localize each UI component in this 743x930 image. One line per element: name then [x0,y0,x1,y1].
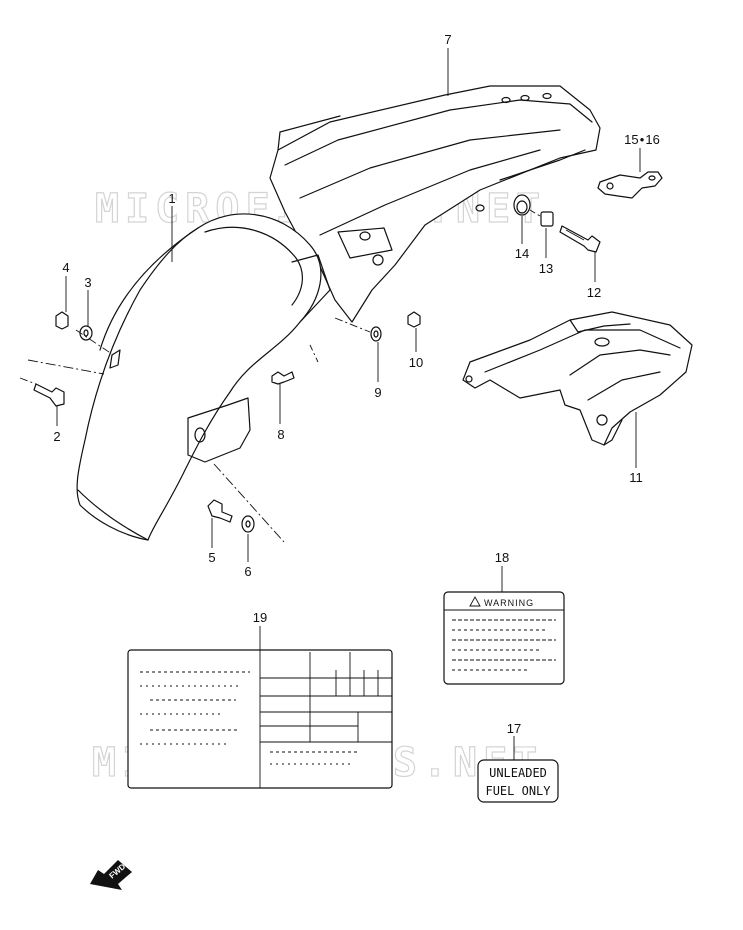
bracket-part [597,171,663,199]
callout-17: 18 [495,550,509,565]
fuel-label-line2: FUEL ONLY [485,784,551,798]
callout-15-16: 15 • 16 [624,132,660,147]
collar-part [540,211,554,227]
callout-7: 7 [444,32,451,47]
nut-10-part [407,311,421,328]
rear-carrier-part [462,311,693,446]
warning-label-title: WARNING [484,598,534,608]
bolt-5-part [207,499,233,523]
nut-4-part [55,311,69,330]
callout-2: 2 [53,429,60,444]
grommet-part [513,194,531,216]
washer-6-part [241,515,255,533]
callout-10: 10 [409,355,423,370]
spec-label-part [127,649,393,789]
leader-lines [19,48,641,760]
warning-label-part: WARNING [443,591,565,685]
forward-arrow-icon: FWD [90,860,132,890]
callout-19: 19 [253,610,267,625]
screw-8-part [271,371,295,385]
washer-9-part [370,326,382,342]
callout-8: 8 [277,427,284,442]
callout-14: 14 [515,246,529,261]
callout-3: 3 [84,275,91,290]
callout-11: 11 [629,470,643,485]
bolt-2-part [33,383,65,407]
warning-triangle-icon [469,596,481,607]
callout-1: 1 [168,191,175,206]
fuel-label-part: UNLEADED FUEL ONLY [477,759,559,803]
callout-12: 12 [587,285,601,300]
bolt-12-part [559,225,601,253]
part-callouts: 7 1 4 3 2 8 9 10 5 6 14 13 12 11 15 • 16… [53,32,659,736]
callout-18: 17 [507,721,521,736]
callout-13: 13 [539,261,553,276]
rear-fender-main-part [76,213,331,541]
callout-6: 6 [244,564,251,579]
rear-fender-upper-part [269,85,601,323]
callout-4: 4 [62,260,69,275]
callout-9: 9 [374,385,381,400]
fuel-label-line1: UNLEADED [489,766,547,780]
callout-5: 5 [208,550,215,565]
washer-3-part [79,325,93,341]
